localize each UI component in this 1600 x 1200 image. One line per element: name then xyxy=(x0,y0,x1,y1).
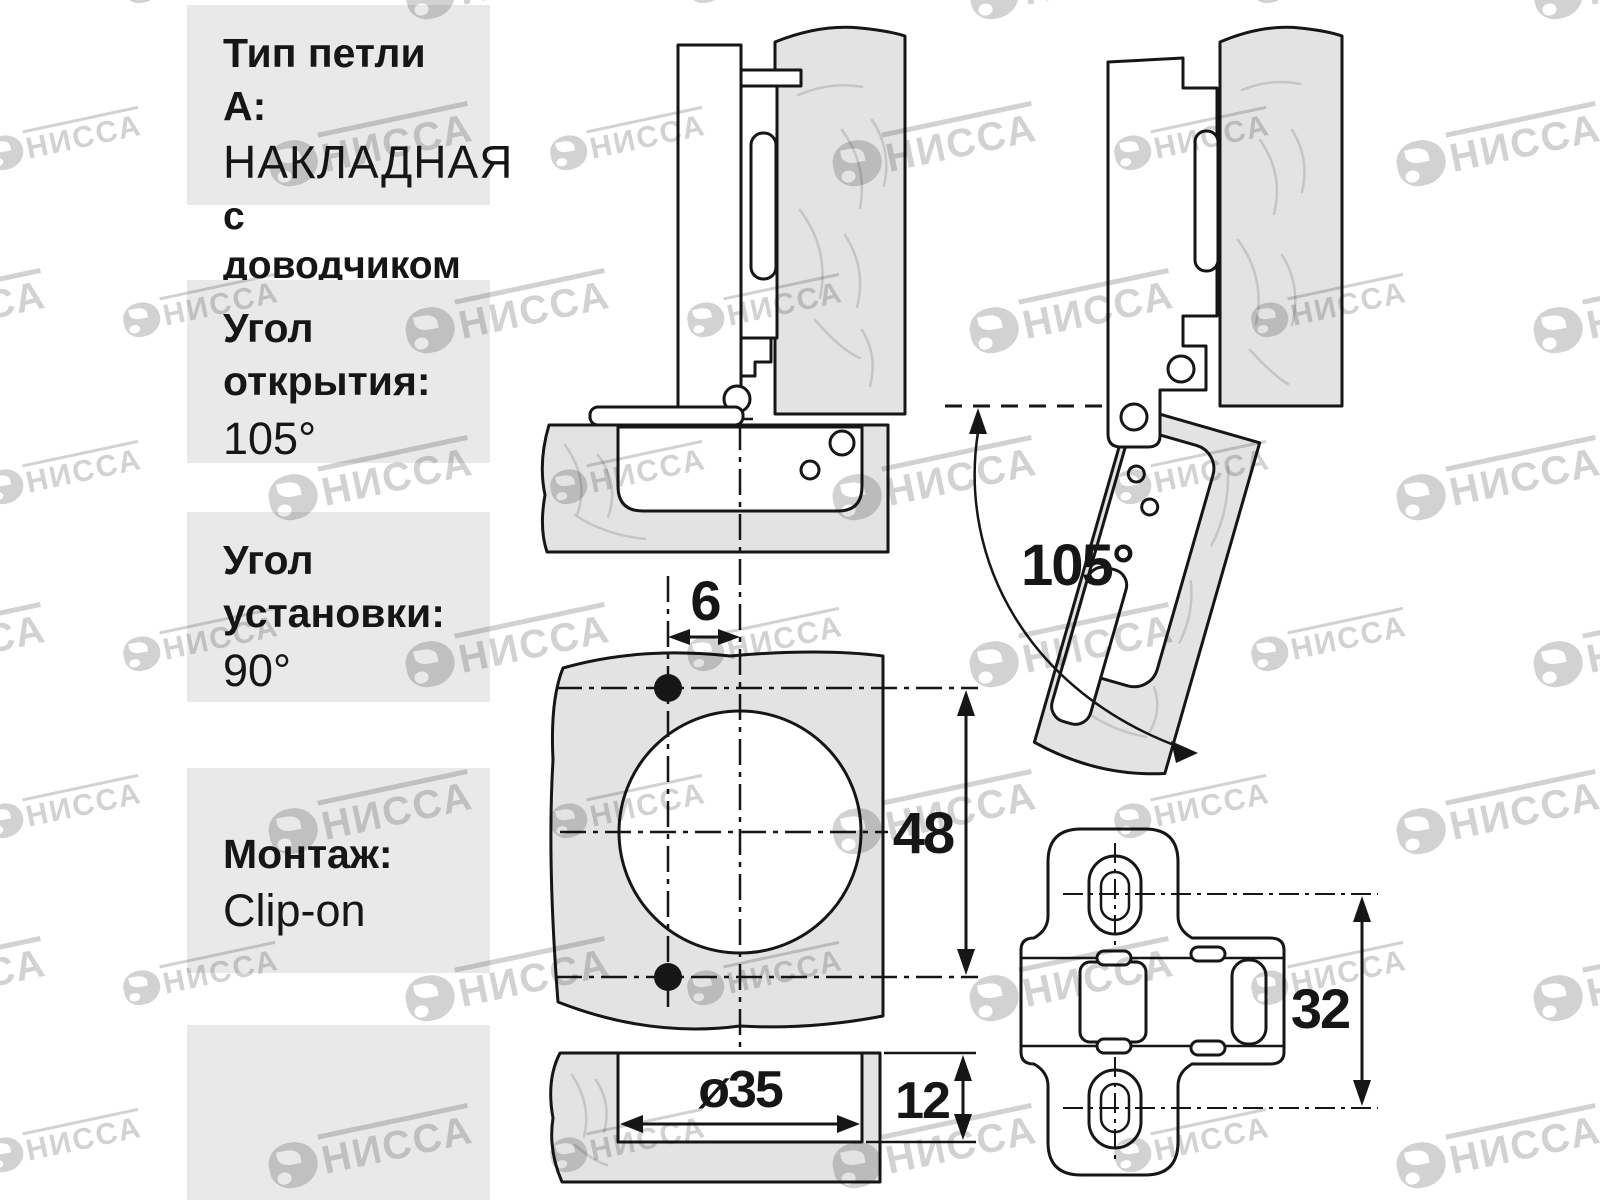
cup-hole-section xyxy=(616,1051,864,1144)
spec-block-empty xyxy=(187,1025,490,1200)
hinge-pivot-open xyxy=(1119,402,1149,432)
cup-depth-dim: 12 xyxy=(895,1072,949,1130)
opening-angle-arc xyxy=(973,431,1183,750)
hinge-cup-flange xyxy=(588,405,745,427)
door-panel-open xyxy=(1032,404,1262,776)
mounting-value: Clip-on xyxy=(223,885,366,937)
screw-spacing-dim: 48 xyxy=(893,801,954,866)
install-angle-label-2: установки: xyxy=(223,590,445,637)
drawing-open-hinge: 105° xyxy=(969,25,1344,776)
side-panel-closed xyxy=(676,43,743,409)
spec-block-hinge-type: Тип петли А: НАКЛАДНАЯ с доводчиком xyxy=(187,5,512,287)
cup-offset-dim: 6 xyxy=(690,569,720,632)
opening-angle-label-1: Угол xyxy=(223,305,314,351)
plate-spacing-dim: 32 xyxy=(1291,977,1349,1040)
opening-angle-value: 105° xyxy=(223,412,317,464)
cup-diameter-dim: ø35 xyxy=(698,1061,783,1119)
cabinet-panel-closed xyxy=(773,25,907,416)
drawing-cup-section: ø35 12 xyxy=(549,1051,976,1184)
hinge-type-label: Тип петли А: xyxy=(223,30,426,130)
opening-angle-dim: 105° xyxy=(1021,533,1133,598)
opening-angle-label-2: открытия: xyxy=(223,358,431,405)
plate-center-window xyxy=(1078,960,1148,1044)
drawing-drilling-pattern: 6 48 xyxy=(549,424,978,1078)
cabinet-panel-open xyxy=(1218,25,1344,408)
drawing-closed-hinge xyxy=(540,25,1106,554)
install-angle-label-1: Угол xyxy=(223,537,314,583)
drawing-mounting-plate: 32 xyxy=(1019,827,1378,1177)
install-angle-value: 90° xyxy=(223,644,292,696)
